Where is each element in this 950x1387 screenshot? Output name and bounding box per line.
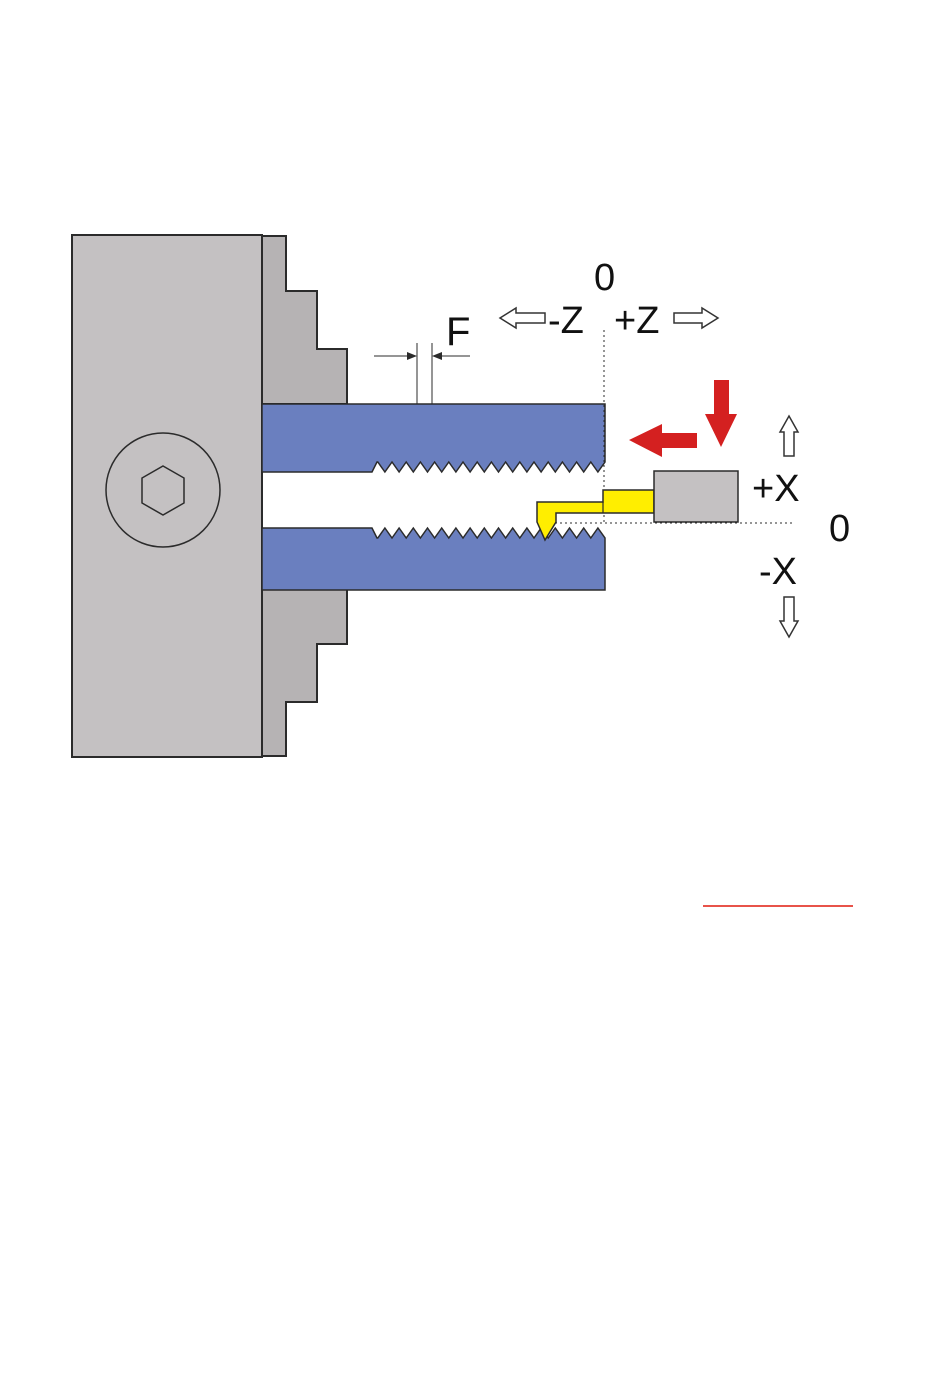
z-plus-arrow-icon [674,308,718,328]
z-minus-arrow-icon [500,308,545,328]
x-minus-label: -X [759,551,797,593]
z-plus-label: +Z [614,300,659,342]
feed-arrowhead-right [432,352,442,360]
feed-label: F [446,310,470,354]
feed-left-arrow-icon [629,424,697,457]
feed-down-arrow-icon [705,380,737,447]
chuck-body [72,235,262,757]
red-divider-line [703,905,853,907]
chuck-jaw-top [262,236,347,404]
x-plus-arrow-icon [780,416,798,456]
feed-arrowhead-left [407,352,417,360]
z-zero-label: 0 [594,257,615,299]
x-zero-label: 0 [829,508,850,550]
tool-holder [654,471,738,522]
chuck-jaw-bottom [262,589,347,756]
workpiece-top-wall [262,404,605,472]
z-minus-label: -Z [548,300,584,342]
x-plus-label: +X [752,468,800,510]
workpiece-bottom-wall [262,528,605,590]
x-minus-arrow-icon [780,597,798,637]
